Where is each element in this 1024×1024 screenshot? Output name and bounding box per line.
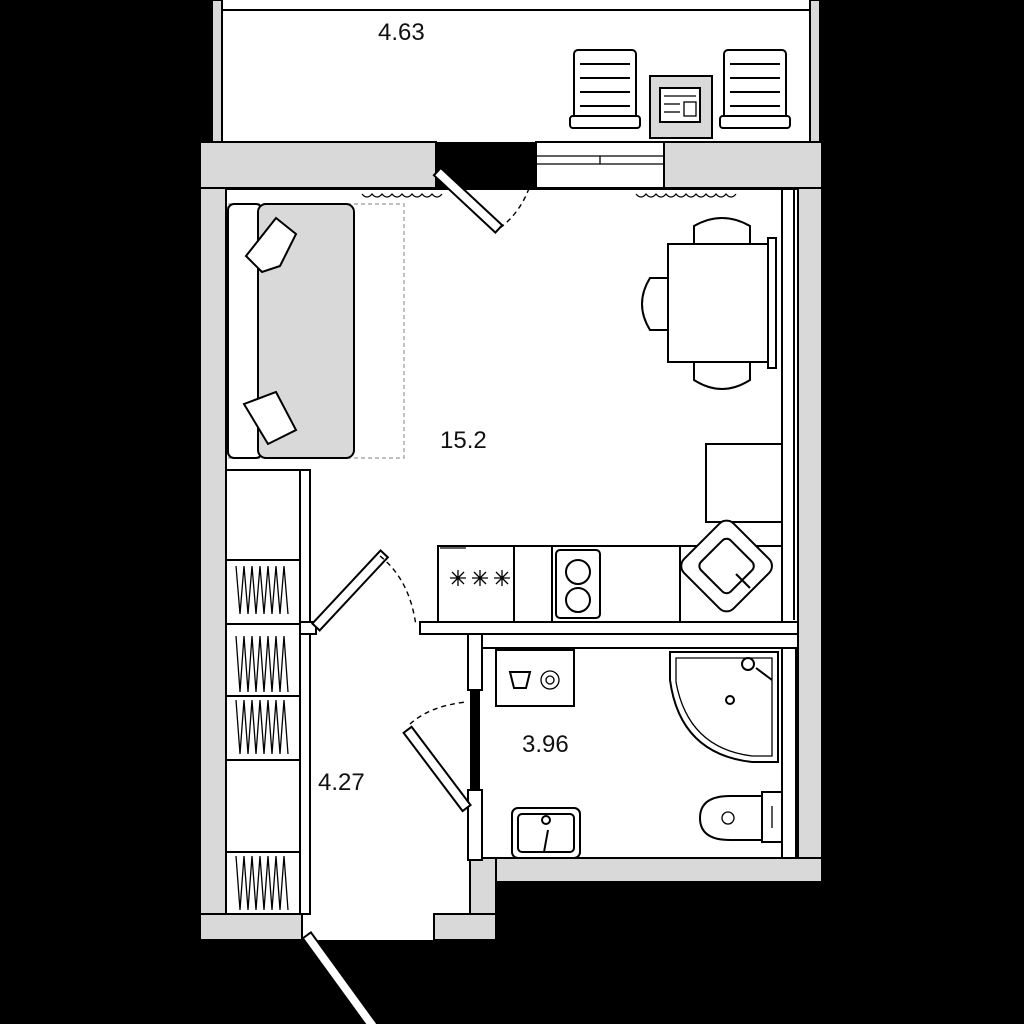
bottom-wall-right-stub	[433, 913, 497, 941]
balcony-window	[535, 141, 665, 189]
curtain-left	[361, 192, 443, 198]
fridge	[705, 443, 783, 523]
hall-door-icon	[310, 549, 417, 632]
sink-icon	[511, 807, 581, 859]
balcony-door-icon	[432, 159, 537, 234]
sink-icon	[680, 519, 773, 613]
partition-bath-top	[479, 633, 799, 649]
armchair-icon	[569, 49, 641, 129]
stove-icon	[555, 549, 601, 619]
stove-icon	[450, 570, 510, 586]
wardrobe-icon	[225, 469, 301, 915]
bath-door-icon	[402, 701, 472, 813]
balcony-right-rail	[809, 0, 821, 143]
pillow-icon	[242, 390, 298, 446]
toilet-icon	[698, 791, 783, 843]
room-area-label: 4.27	[318, 769, 365, 796]
chair-icon	[641, 217, 751, 390]
sofa-icon	[227, 203, 405, 459]
armchair-icon	[719, 49, 791, 129]
walls	[199, 141, 823, 941]
bottom-wall-left-stub	[199, 913, 303, 941]
partition-wardrobe	[299, 469, 311, 915]
doors	[301, 159, 537, 1024]
room-area-label: 15.2	[440, 427, 487, 454]
balcony-left-rail	[211, 0, 223, 143]
partition-hall-bath-upper	[467, 633, 483, 691]
top-wall-left	[199, 141, 437, 189]
bottom-wall-bathroom	[495, 857, 823, 883]
partition-hall-bath-lower	[467, 789, 483, 861]
right-wall	[797, 187, 823, 883]
partition-bath-right	[781, 647, 797, 859]
dining-table-icon	[667, 237, 777, 369]
room-area-label: 4.63	[378, 19, 425, 46]
washing-machine-icon	[495, 649, 575, 707]
shower-icon	[669, 651, 779, 763]
partition-kitchen-bath	[419, 621, 799, 635]
top-wall-right	[663, 141, 823, 189]
hallway-floor	[300, 630, 470, 940]
curtain-right	[635, 192, 737, 198]
left-wall	[199, 187, 227, 941]
entrance-door-icon	[301, 931, 435, 1024]
newspaper-icon	[649, 75, 713, 139]
pillow-icon	[244, 216, 298, 274]
room-area-label: 3.96	[522, 731, 569, 758]
